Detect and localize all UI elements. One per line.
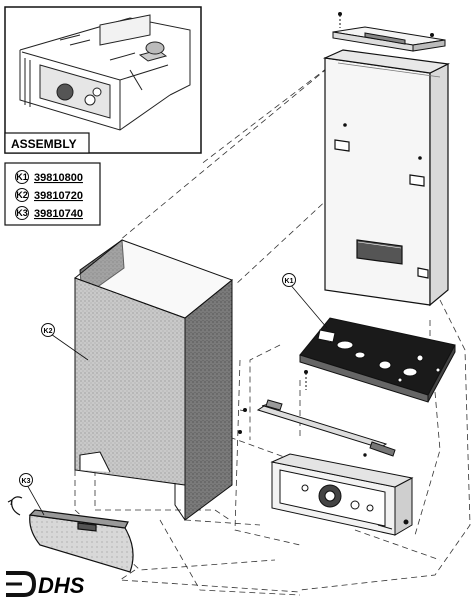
legend-key-k1: K1 bbox=[16, 172, 28, 182]
callout-k3: K3 bbox=[19, 473, 45, 516]
legend-part-k3: 39810740 bbox=[34, 208, 83, 220]
k1-gasket-plate bbox=[299, 317, 456, 403]
callout-k2-label: K2 bbox=[44, 328, 53, 335]
main-casing bbox=[322, 49, 451, 307]
legend-key-k3: K3 bbox=[16, 208, 28, 218]
callout-k1: K1 bbox=[282, 273, 328, 329]
callout-k3-label: K3 bbox=[22, 478, 31, 485]
k3-door-flap bbox=[7, 496, 134, 573]
dhs-logo-text: DHS bbox=[38, 573, 85, 598]
part-number-legend: K1 39810800 K2 39810720 K3 39810740 bbox=[4, 162, 101, 226]
burner-bar bbox=[238, 399, 396, 457]
legend-row-k1: K1 39810800 bbox=[15, 170, 83, 184]
inset-label: ASSEMBLY bbox=[11, 137, 77, 151]
assembly-inset: ASSEMBLY bbox=[4, 6, 202, 154]
callout-k1-label: K1 bbox=[285, 278, 294, 285]
control-panel bbox=[270, 453, 414, 536]
dhs-logo: DHS bbox=[6, 571, 85, 598]
legend-part-k2: 39810720 bbox=[34, 190, 83, 202]
legend-row-k3: K3 39810740 bbox=[15, 206, 83, 220]
callout-k2: K2 bbox=[41, 323, 89, 361]
inset-assembly-drawing bbox=[19, 14, 191, 131]
top-bracket bbox=[332, 12, 446, 52]
k2-jacket-panel bbox=[73, 239, 234, 521]
legend-part-k1: 39810800 bbox=[34, 172, 83, 184]
inset-label-box bbox=[4, 132, 90, 154]
legend-key-k2: K2 bbox=[16, 190, 28, 200]
legend-row-k2: K2 39810720 bbox=[15, 188, 83, 202]
